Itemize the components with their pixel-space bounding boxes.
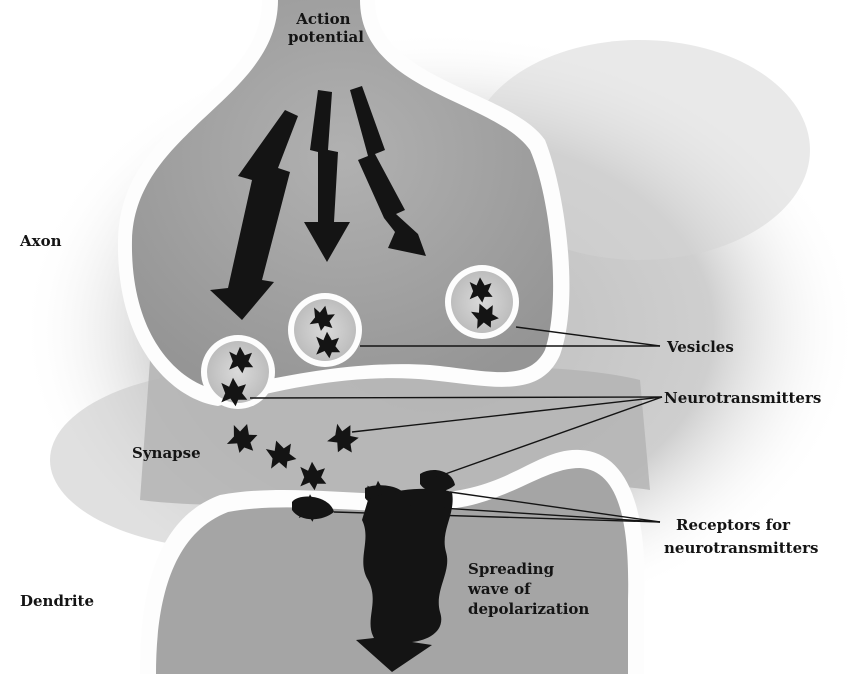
synapse-label: Synapse [132,444,201,462]
vesicle-right [445,265,519,339]
neurotransmitters-line-1 [250,397,662,398]
dendrite-label: Dendrite [20,592,94,610]
vesicles-label: Vesicles [666,338,734,356]
action-potential-label: Action potential [288,10,364,46]
neurotransmitters-label: Neurotransmitters [664,389,821,407]
vesicle-middle [288,293,362,367]
axon-label: Axon [19,232,62,250]
